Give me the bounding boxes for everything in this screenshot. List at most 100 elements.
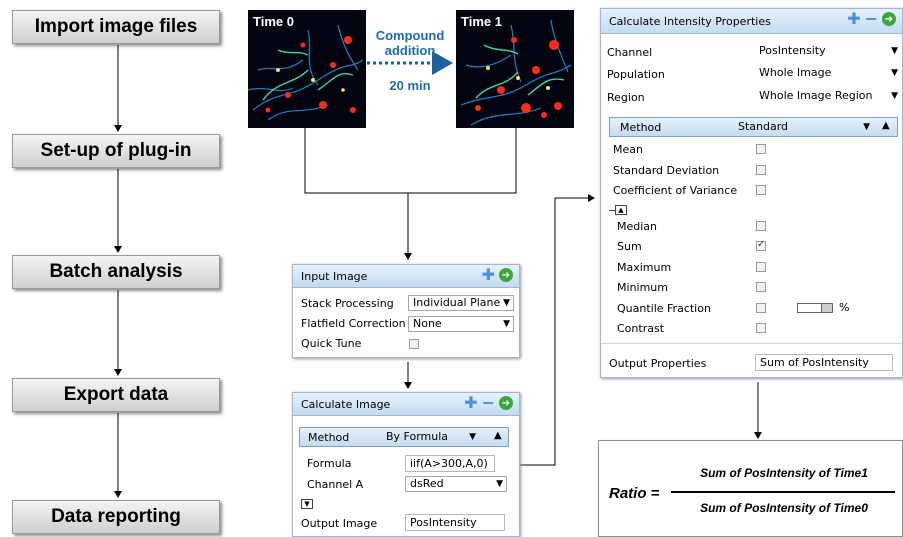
input-image-title: Input Image <box>301 269 368 283</box>
step-import-image-files: Import image files <box>12 10 220 44</box>
stack-processing-select[interactable]: Individual Plane▼ <box>408 295 514 311</box>
formula-label: Formula <box>307 457 352 470</box>
collapse-icon[interactable]: ▲ <box>615 205 627 215</box>
step-export-data: Export data <box>12 378 220 412</box>
intensity-properties-panel: Calculate Intensity Properties ✚ − ➜ Cha… <box>600 8 903 378</box>
chevron-down-icon: ▼ <box>891 46 898 56</box>
percent-label: % <box>839 301 850 314</box>
stack-processing-label: Stack Processing <box>301 297 394 310</box>
calculate-image-panel: Calculate Image ✚ − ➜ Method By Formula▼… <box>292 392 520 537</box>
input-image-header: Input Image ✚ ➜ <box>293 265 519 288</box>
output-properties-input[interactable]: Sum of PosIntensity <box>755 354 893 371</box>
collapse-icon[interactable]: ▲ <box>494 430 502 441</box>
next-arrow-icon[interactable]: ➜ <box>499 396 513 410</box>
method-bar: Method By Formula▼ ▲ <box>299 427 509 447</box>
option-minimum-checkbox[interactable] <box>756 282 766 292</box>
compound-line1: Compound <box>375 28 445 43</box>
channel-a-value: dsRed <box>410 477 444 490</box>
region-value: Whole Image Region <box>759 89 873 102</box>
input-image-panel: Input Image ✚ ➜ Stack Processing Individ… <box>292 264 520 358</box>
remove-icon[interactable]: − <box>864 9 878 28</box>
chevron-down-icon: ▼ <box>503 298 510 308</box>
option-contrast-checkbox[interactable] <box>756 323 766 333</box>
population-select[interactable]: Whole Image▼ <box>755 66 901 82</box>
option-contrast-label: Contrast <box>617 322 665 335</box>
option-cov-label: Coefficient of Variance <box>613 184 738 197</box>
channel-select[interactable]: PosIntensity▼ <box>755 44 901 60</box>
quick-tune-checkbox[interactable] <box>409 339 419 349</box>
method-select[interactable]: By Formula ▼ <box>382 430 480 446</box>
ratio-label: Ratio = <box>609 485 660 502</box>
output-properties-label: Output Properties <box>609 357 707 370</box>
option-cov-checkbox[interactable] <box>756 185 766 195</box>
option-median-checkbox[interactable] <box>756 221 766 231</box>
formula-input[interactable]: iif(A>300,A,0) <box>405 455 495 472</box>
method-value: By Formula <box>386 430 449 443</box>
ratio-formula-box: Ratio = Sum of PosIntensity of Time1 Sum… <box>598 440 903 537</box>
fraction-bar <box>671 491 895 493</box>
cell-image <box>460 19 572 126</box>
step-label: Set-up of plug-in <box>40 140 192 161</box>
microscopy-image-time1: Time 1 <box>456 10 574 128</box>
ratio-numerator: Sum of PosIntensity of Time1 <box>700 466 868 480</box>
intensity-title: Calculate Intensity Properties <box>609 14 771 28</box>
stack-processing-value: Individual Plane <box>413 296 501 309</box>
chevron-down-icon: ▼ <box>863 122 870 132</box>
flatfield-correction-value: None <box>413 317 442 330</box>
next-arrow-icon[interactable]: ➜ <box>882 12 896 26</box>
ratio-denominator: Sum of PosIntensity of Time0 <box>700 501 868 515</box>
option-sum-label: Sum <box>617 240 642 253</box>
add-icon[interactable]: ✚ <box>464 393 478 412</box>
step-setup-plugin: Set-up of plug-in <box>12 134 220 168</box>
channel-label: Channel <box>607 46 653 59</box>
intensity-method-select[interactable]: Standard ▼ <box>734 120 874 136</box>
option-mean-checkbox[interactable] <box>756 144 766 154</box>
option-quantile-checkbox[interactable] <box>756 303 766 313</box>
remove-icon[interactable]: − <box>481 393 495 412</box>
chevron-down-icon: ▼ <box>469 432 476 442</box>
divider <box>609 210 615 211</box>
step-label: Export data <box>63 384 169 405</box>
option-stddev-checkbox[interactable] <box>756 165 766 175</box>
quantile-spinbox[interactable] <box>797 303 833 313</box>
microscopy-image-time0: Time 0 <box>248 10 366 128</box>
compound-addition-label: Compound addition <box>370 28 450 58</box>
calculate-image-title: Calculate Image <box>301 397 391 411</box>
add-icon[interactable]: ✚ <box>481 265 495 284</box>
flatfield-correction-select[interactable]: None ▼ <box>408 316 514 332</box>
step-label: Import image files <box>34 16 198 37</box>
add-icon[interactable]: ✚ <box>847 9 861 28</box>
intensity-method-value: Standard <box>738 120 789 133</box>
expand-icon[interactable]: ▼ <box>301 499 313 509</box>
option-median-label: Median <box>617 220 658 233</box>
region-label: Region <box>607 91 645 104</box>
output-image-input[interactable]: PosIntensity <box>405 514 505 531</box>
step-label: Data reporting <box>51 506 181 527</box>
option-quantile-label: Quantile Fraction <box>617 302 711 315</box>
option-sum-checkbox[interactable] <box>756 239 766 251</box>
flatfield-correction-label: Flatfield Correction <box>301 317 406 330</box>
channel-a-label: Channel A <box>307 478 364 491</box>
duration-label: 20 min <box>389 78 431 93</box>
intensity-header: Calculate Intensity Properties ✚ − ➜ <box>601 9 902 34</box>
cell-image <box>248 24 364 121</box>
compound-line2: addition <box>384 43 436 58</box>
option-maximum-checkbox[interactable] <box>756 262 766 272</box>
collapse-icon[interactable]: ▲ <box>882 120 890 131</box>
image-label-time1: Time 1 <box>461 14 502 29</box>
method-label: Method <box>620 121 662 134</box>
next-arrow-icon[interactable]: ➜ <box>499 268 513 282</box>
channel-a-select[interactable]: dsRed▼ <box>405 476 507 492</box>
step-label: Batch analysis <box>49 261 183 282</box>
quick-tune-label: Quick Tune <box>301 337 362 350</box>
spinbox-handle <box>821 304 832 312</box>
region-select[interactable]: Whole Image Region ▼ <box>755 89 901 105</box>
output-image-label: Output Image <box>301 517 378 530</box>
chevron-down-icon: ▼ <box>891 91 898 101</box>
calculate-image-header: Calculate Image ✚ − ➜ <box>293 393 519 416</box>
option-mean-label: Mean <box>613 143 643 156</box>
intensity-method-bar: Method Standard ▼ ▲ <box>609 117 898 137</box>
population-label: Population <box>607 68 665 81</box>
chevron-down-icon: ▼ <box>503 319 510 329</box>
